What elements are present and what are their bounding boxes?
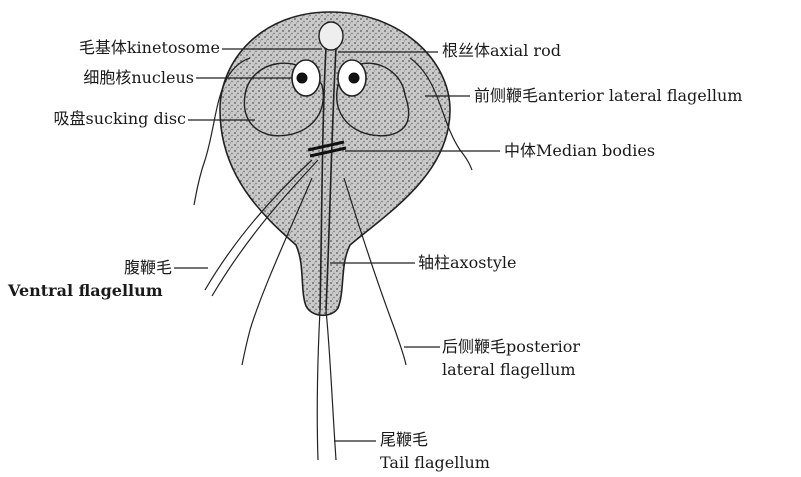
nucleolus-right: [349, 73, 360, 84]
label-axostyle: 轴柱axostyle: [418, 253, 516, 273]
label-posterior-cn: 后侧鞭毛posterior: [442, 337, 580, 357]
nucleolus-left: [297, 73, 308, 84]
label-ventral-en: Ventral flagellum: [8, 281, 163, 301]
tail-flagellum-right: [326, 310, 336, 460]
label-axial-rod: 根丝体axial rod: [442, 41, 561, 61]
kinetosome: [319, 22, 343, 50]
label-ventral-cn: 腹鞭毛: [0, 258, 172, 278]
tail-flagellum-left: [317, 310, 320, 460]
label-tail-en: Tail flagellum: [380, 453, 490, 473]
label-nucleus: 细胞核nucleus: [0, 68, 194, 88]
label-anterior-lateral: 前侧鞭毛anterior lateral flagellum: [474, 86, 742, 106]
label-kinetosome: 毛基体kinetosome: [0, 38, 220, 58]
label-sucking-disc: 吸盘sucking disc: [0, 109, 186, 129]
label-tail-cn: 尾鞭毛: [380, 430, 428, 450]
label-median-bodies: 中体Median bodies: [504, 141, 655, 161]
label-posterior-en: lateral flagellum: [442, 360, 576, 380]
